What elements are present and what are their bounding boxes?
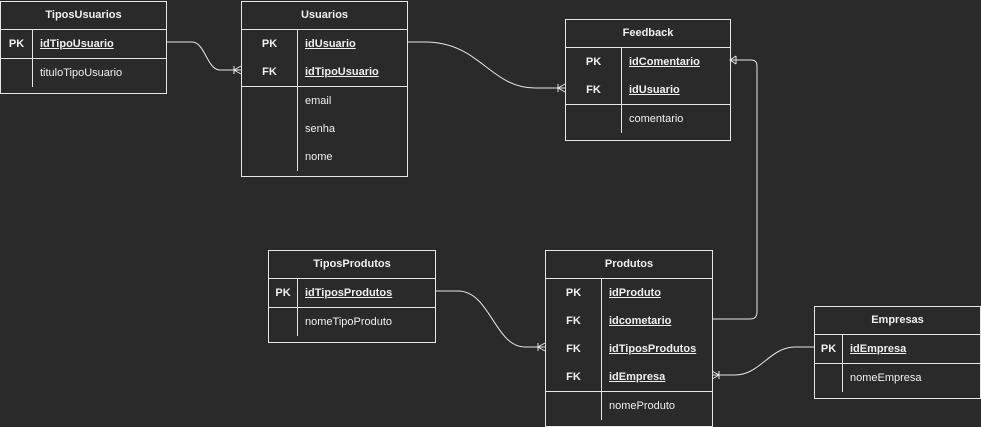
key-label-empty <box>242 115 298 143</box>
entity-usuarios[interactable]: Usuarios PK idUsuario FK idTipoUsuario e… <box>241 1 408 177</box>
field-name: nomeTipoProduto <box>305 316 393 328</box>
row-divider <box>815 363 980 364</box>
key-label-empty <box>815 364 843 392</box>
row-divider <box>1 58 166 59</box>
field-name: nomeEmpresa <box>850 372 922 384</box>
field-name: idUsuario <box>629 84 680 96</box>
field-name: idcometario <box>609 315 672 327</box>
key-label-empty <box>546 392 602 420</box>
attribute-row: comentario <box>566 105 730 133</box>
attribute-row: nomeProduto <box>546 392 712 420</box>
entity-title: TiposProdutos <box>269 251 435 279</box>
connector-tiposprodutos-produtos[interactable] <box>435 290 545 348</box>
entity-tiposprodutos[interactable]: TiposProdutos PK idTiposProdutos nomeTip… <box>268 250 436 343</box>
entity-tiposusuarios[interactable]: TiposUsuarios PK idTipoUsuario tituloTip… <box>0 1 167 94</box>
field-name: idTiposProdutos <box>305 287 393 299</box>
row-divider <box>546 391 712 392</box>
crowfoot-produtos-idtiposprodutos <box>536 342 546 352</box>
crowfoot-usuarios-idtipousuario <box>232 65 242 75</box>
entity-title: Usuarios <box>242 2 407 30</box>
row-divider <box>566 104 730 105</box>
key-label: PK <box>815 335 843 363</box>
field-name: idTipoUsuario <box>305 66 379 78</box>
entity-rows: PK idTiposProdutos nomeTipoProduto <box>269 279 435 336</box>
key-label-empty <box>566 105 622 133</box>
entity-produtos[interactable]: Produtos PK idProduto FK idcometario FK … <box>545 250 713 427</box>
key-row: PK idTiposProdutos <box>269 279 435 307</box>
row-divider <box>242 86 407 87</box>
crowfoot-feedback-idusuario <box>556 83 566 93</box>
key-row: PK idEmpresa <box>815 335 980 363</box>
field-name: idEmpresa <box>850 343 907 355</box>
key-label-empty <box>269 308 298 336</box>
key-label: PK <box>546 279 602 307</box>
attribute-row: nome <box>242 143 407 171</box>
attribute-row: email <box>242 87 407 115</box>
field-name: idTiposProdutos <box>609 343 697 355</box>
row-divider <box>269 307 435 308</box>
connector-empresas-produtos[interactable] <box>712 346 815 376</box>
connector-feedback-produtos[interactable] <box>712 59 758 320</box>
key-row: PK idComentario <box>566 48 730 76</box>
key-row: FK idcometario <box>546 307 712 335</box>
crowfoot-produtos-idempresa <box>711 370 721 380</box>
field-name: nome <box>305 151 333 163</box>
entity-feedback[interactable]: Feedback PK idComentario FK idUsuario co… <box>565 19 731 141</box>
key-label: FK <box>546 307 602 335</box>
attribute-row: nomeEmpresa <box>815 364 980 392</box>
key-label: PK <box>242 30 298 58</box>
field-name: idEmpresa <box>609 371 666 383</box>
attribute-row: tituloTipoUsuario <box>1 59 166 87</box>
entity-title: Feedback <box>566 20 730 48</box>
key-row: FK idTipoUsuario <box>242 58 407 86</box>
key-label: FK <box>546 335 602 363</box>
entity-rows: PK idProduto FK idcometario FK idTiposPr… <box>546 279 712 420</box>
key-row: FK idEmpresa <box>546 363 712 391</box>
connector-tiposusuarios-usuarios[interactable] <box>167 41 241 71</box>
key-label-empty <box>242 143 298 171</box>
key-label: FK <box>242 58 298 86</box>
key-label: PK <box>269 279 298 307</box>
key-label-empty <box>1 59 33 87</box>
entity-rows: PK idUsuario FK idTipoUsuario email senh… <box>242 30 407 171</box>
field-name: idUsuario <box>305 38 356 50</box>
field-name: idProduto <box>609 287 661 299</box>
field-name: idTipoUsuario <box>40 38 114 50</box>
key-label: FK <box>566 76 622 104</box>
key-row: PK idProduto <box>546 279 712 307</box>
entity-title: Empresas <box>815 307 980 335</box>
key-label: PK <box>566 48 622 76</box>
key-row: PK idTipoUsuario <box>1 30 166 58</box>
attribute-row: nomeTipoProduto <box>269 308 435 336</box>
entity-rows: PK idEmpresa nomeEmpresa <box>815 335 980 392</box>
entity-title: TiposUsuarios <box>1 2 166 30</box>
field-name: email <box>305 95 332 107</box>
key-row: FK idUsuario <box>566 76 730 104</box>
entity-empresas[interactable]: Empresas PK idEmpresa nomeEmpresa <box>814 306 981 399</box>
key-label-empty <box>242 87 298 115</box>
field-name: comentario <box>629 113 684 125</box>
key-row: PK idUsuario <box>242 30 407 58</box>
field-name: senha <box>305 123 335 135</box>
entity-rows: PK idTipoUsuario tituloTipoUsuario <box>1 30 166 87</box>
attribute-row: senha <box>242 115 407 143</box>
connector-usuarios-feedback[interactable] <box>407 41 565 89</box>
field-name: tituloTipoUsuario <box>40 67 123 79</box>
field-name: nomeProduto <box>609 400 676 412</box>
key-row: FK idTiposProdutos <box>546 335 712 363</box>
entity-title: Produtos <box>546 251 712 279</box>
key-label: PK <box>1 30 33 58</box>
entity-rows: PK idComentario FK idUsuario comentario <box>566 48 730 133</box>
key-label: FK <box>546 363 602 391</box>
field-name: idComentario <box>629 56 700 68</box>
